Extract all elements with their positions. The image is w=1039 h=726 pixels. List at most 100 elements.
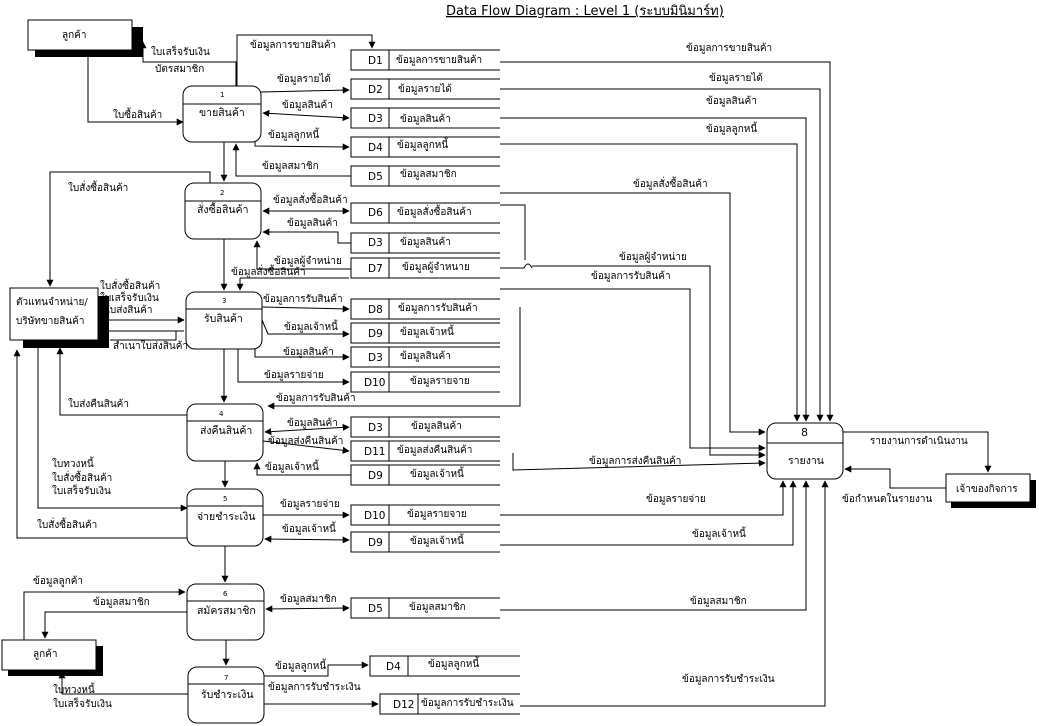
label-debtor-2: ข้อมูลลูกหนี้ bbox=[275, 658, 327, 672]
store-d5-b-name: ข้อมูลสมาชิก bbox=[409, 601, 466, 613]
svg-text:D1: D1 bbox=[368, 55, 383, 67]
process-4: 4 ส่งคืนสินค้า bbox=[186, 403, 264, 462]
store-d11: D11 ข้อมูลส่งคืนสินค้า bbox=[350, 440, 500, 462]
store-d4-a: D4 ข้อมูลลูกหนี้ bbox=[350, 136, 500, 158]
store-d3-b: D3 ข้อมูลสินค้า bbox=[350, 232, 500, 254]
label-creditor-2: ข้อมูลเจ้าหนี้ bbox=[265, 459, 320, 473]
entity-customer-label: ลูกค้า bbox=[62, 29, 87, 41]
store-d7-name: ข้อมูลผู้จำหนาย bbox=[402, 261, 470, 273]
label-r-product: ข้อมูลสินค้า bbox=[706, 95, 757, 107]
svg-text:D3: D3 bbox=[368, 237, 383, 249]
label-expense-2: ข้อมูลรายจ่าย bbox=[280, 498, 340, 510]
label-cust-data: ข้อมูลลูกค้า bbox=[33, 575, 83, 587]
process-3-number: 3 bbox=[222, 297, 226, 305]
label-creditor-1: ข้อมูลเจ้าหนี้ bbox=[284, 319, 339, 333]
label-sale-data: ข้อมูลการขายสินค้า bbox=[250, 39, 336, 51]
label-pay-2: ใบสั่งซื้อสินค้า bbox=[52, 470, 112, 484]
store-d3-c: D3 ข้อมูลสินค้า bbox=[350, 346, 500, 368]
svg-text:D10: D10 bbox=[364, 377, 385, 389]
label-product-4: ข้อมูลสินค้า bbox=[287, 417, 338, 429]
svg-text:D8: D8 bbox=[368, 304, 383, 316]
label-r-receive: ข้อมูลการรับสินค้า bbox=[591, 270, 671, 282]
process-6-number: 6 bbox=[223, 590, 228, 598]
process-2-name: สั่งซื้อสินค้า bbox=[197, 202, 248, 216]
store-d7: D7 ข้อมูลผู้จำหนาย bbox=[350, 257, 500, 279]
process-6-name: สมัครสมาชิก bbox=[197, 605, 256, 617]
svg-text:D4: D4 bbox=[368, 142, 383, 154]
label-r-member: ข้อมูลสมาชิก bbox=[690, 595, 747, 607]
store-d9-a: D9 ข้อมูลเจ้าหนี้ bbox=[350, 322, 500, 344]
store-d2: D2 ข้อมูลรายได้ bbox=[350, 78, 500, 100]
label-report-spec: ข้อกำหนดในรายงาน bbox=[842, 493, 932, 505]
store-d8: D8 ข้อมูลการรับสินค้า bbox=[350, 298, 500, 320]
store-d3-a-name: ข้อมูลสินค้า bbox=[400, 113, 451, 125]
process-8-name: รายงาน bbox=[788, 455, 824, 467]
label-po-slip: ใบสั่งซื้อสินค้า bbox=[68, 180, 128, 194]
store-d9-c-name: ข้อมูลเจ้าหนี้ bbox=[410, 533, 465, 547]
label-member-3: ข้อมูลสมาชิก bbox=[280, 593, 337, 605]
label-member-1: ข้อมูลสมาชิก bbox=[262, 160, 319, 172]
svg-text:D3: D3 bbox=[368, 113, 383, 125]
entity-customer-bottom: ลูกค้า bbox=[1, 639, 103, 676]
label-product-2: ข้อมูลสินค้า bbox=[287, 217, 338, 229]
label-return-data: ข้อมูลส่งคืนสินค้า bbox=[268, 435, 343, 447]
label-r-payment: ข้อมูลการรับชำระเงิน bbox=[682, 673, 775, 685]
label-dealer-2: ใบเสร็จรับเงิน bbox=[100, 290, 159, 304]
label-po-data-2: ข้อมูลสั่งซื้อสินค้า bbox=[231, 264, 306, 278]
entity-customer-top: ลูกค้า bbox=[27, 19, 143, 57]
svg-text:D4: D4 bbox=[386, 661, 401, 673]
svg-text:D5: D5 bbox=[368, 171, 383, 183]
store-d4-a-name: ข้อมูลลูกหนี้ bbox=[397, 137, 449, 151]
store-d10-b: D10 ข้อมูลรายจาย bbox=[350, 504, 500, 526]
store-d3-d: D3 ข้อมูลสินค้า bbox=[350, 416, 500, 438]
process-5-name: จ่ายชำระเงิน bbox=[197, 511, 255, 523]
label-r-supplier: ข้อมูลผู้จำหน่าย bbox=[619, 251, 687, 263]
connectors bbox=[13, 34, 992, 708]
label-receive-2: ข้อมูลการรับสินค้า bbox=[276, 392, 356, 404]
store-d12-name: ข้อมูลการรับชำระเงิน bbox=[421, 697, 514, 709]
label-po-slip-2: ใบสั่งซื้อสินค้า bbox=[37, 517, 97, 531]
store-d9-b: D9 ข้อมูลเจ้าหนี้ bbox=[350, 464, 500, 486]
store-d3-d-name: ข้อมูลสินค้า bbox=[411, 420, 462, 432]
process-3-name: รับสินค้า bbox=[204, 313, 243, 325]
entity-dealer-label-2: บริษัทขายสินค้า bbox=[16, 315, 84, 327]
entity-dealer: ตัวแทนจำหน่าย/ บริษัทขายสินค้า bbox=[9, 287, 109, 348]
label-order-slip: ใบซื้อสินค้า bbox=[113, 107, 162, 121]
process-7-name: รับชำระเงิน bbox=[201, 689, 254, 701]
label-r-return: ข้อมูลการส่งคืนสินค้า bbox=[589, 455, 681, 467]
label-r-income: ข้อมูลรายได้ bbox=[709, 72, 763, 84]
label-po-data: ข้อมูลสั่งซื้อสินค้า bbox=[273, 192, 348, 206]
process-3: 3 รับสินค้า bbox=[185, 291, 263, 350]
label-creditor-3: ข้อมูลเจ้าหนี้ bbox=[282, 521, 337, 535]
store-d11-name: ข้อมูลส่งคืนสินค้า bbox=[397, 444, 472, 456]
svg-text:D3: D3 bbox=[368, 422, 383, 434]
label-delivery-copy: สำเนาใบส่งสินค้า bbox=[113, 340, 188, 352]
process-1-number: 1 bbox=[220, 91, 224, 99]
label-r-debtor: ข้อมูลลูกหนี้ bbox=[706, 121, 758, 135]
label-r-sale-data: ข้อมูลการขายสินค้า bbox=[686, 42, 772, 54]
label-expense-1: ข้อมูลรายจ่าย bbox=[264, 369, 324, 381]
label-r-po: ข้อมูลสั่งซื้อสินค้า bbox=[633, 176, 708, 190]
flow-labels: ข้อมูลการขายสินค้า ใบเสร็จรับเงิน บัตรสม… bbox=[33, 39, 968, 710]
process-4-name: ส่งคืนสินค้า bbox=[200, 424, 252, 437]
label-pay-1: ใบทวงหนี้ bbox=[52, 456, 94, 470]
label-dealer-3: ใบส่งสินค้า bbox=[105, 304, 152, 316]
svg-text:D9: D9 bbox=[368, 328, 383, 340]
store-d9-a-name: ข้อมูลเจ้าหนี้ bbox=[400, 324, 455, 338]
store-d8-name: ข้อมูลการรับสินค้า bbox=[398, 302, 478, 314]
process-6: 6 สมัครสมาชิก bbox=[186, 583, 265, 641]
entity-customer-bottom-label: ลูกค้า bbox=[33, 648, 58, 660]
svg-text:D2: D2 bbox=[368, 84, 383, 96]
svg-text:D12: D12 bbox=[393, 699, 414, 711]
store-d6: D6 ข้อมูลสั่งซื้อสินค้า bbox=[350, 202, 500, 224]
svg-text:D9: D9 bbox=[368, 470, 383, 482]
store-d9-b-name: ข้อมูลเจ้าหนี้ bbox=[410, 466, 465, 480]
process-7: 7 รับชำระเงิน bbox=[187, 666, 265, 724]
store-d4-b: D4 ข้อมูลลูกหนี้ bbox=[369, 655, 520, 677]
svg-text:D5: D5 bbox=[368, 603, 383, 615]
entity-owner-label: เจ้าของกิจการ bbox=[956, 483, 1018, 495]
process-4-number: 4 bbox=[219, 410, 224, 418]
entity-dealer-label-1: ตัวแทนจำหน่าย/ bbox=[16, 297, 88, 308]
label-payment-recv: ข้อมูลการรับชำระเงิน bbox=[268, 681, 361, 693]
